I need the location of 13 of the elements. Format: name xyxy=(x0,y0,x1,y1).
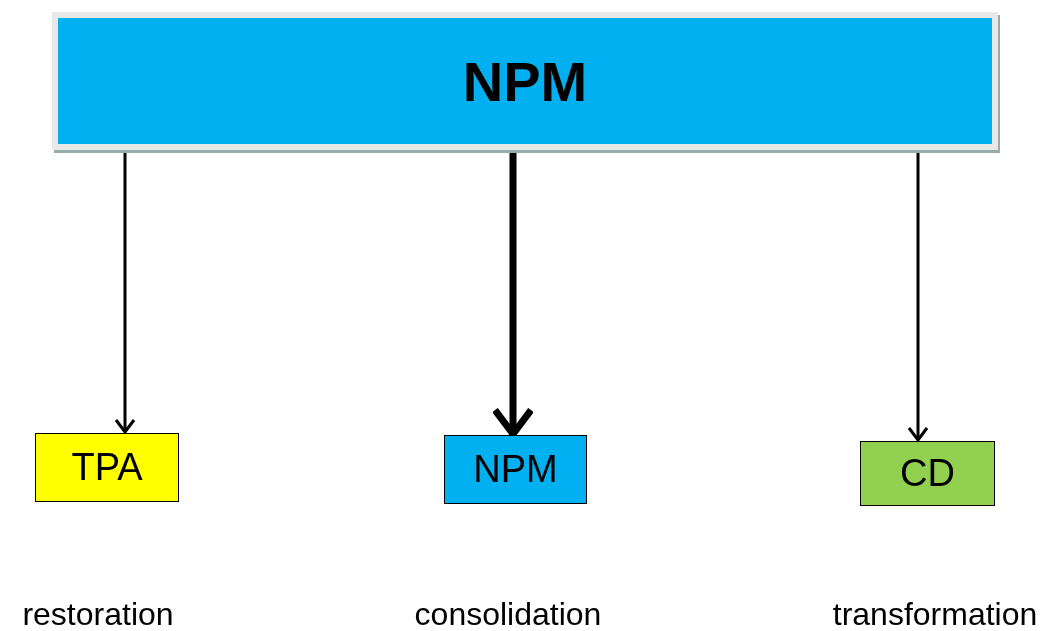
process-box xyxy=(35,433,179,502)
process-box xyxy=(444,435,587,504)
box-label: TPA xyxy=(71,446,143,489)
process-box xyxy=(860,441,995,506)
box-label: NPM xyxy=(473,448,558,491)
caption-text: transformation xyxy=(832,596,1038,631)
arrow xyxy=(907,152,929,442)
caption-text: restoration xyxy=(22,596,174,631)
title-banner xyxy=(52,12,998,150)
caption-text: consolidation xyxy=(414,596,602,631)
title-text: NPM xyxy=(462,48,588,114)
box-label: CD xyxy=(900,452,955,495)
arrow xyxy=(114,152,136,434)
